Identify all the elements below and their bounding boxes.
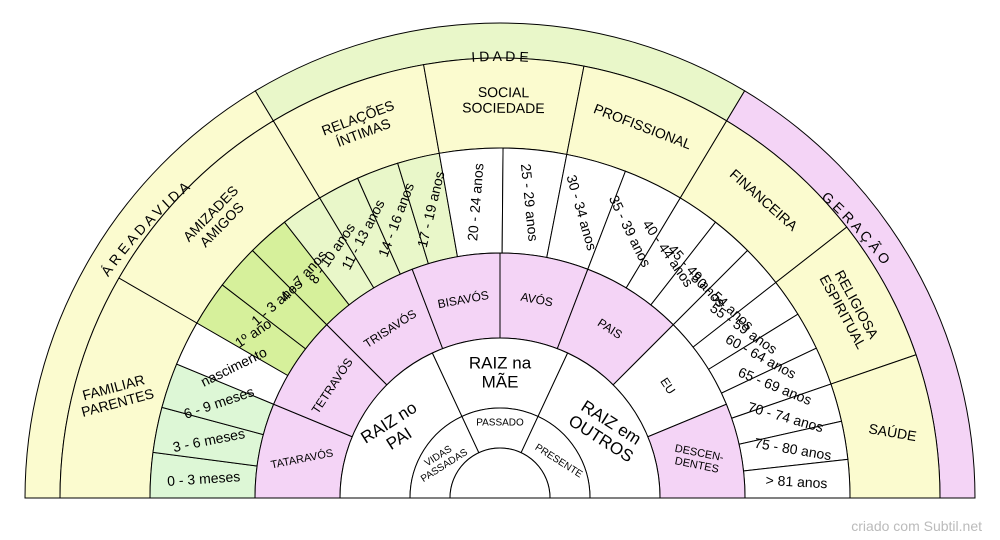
credit-text: criado com Subtil.net [851, 518, 982, 534]
generation-label: AVÓS [520, 289, 555, 310]
idade-band-label: I D A D E [471, 48, 529, 65]
center-hole [449, 447, 551, 499]
life-area-label: SAÚDE [867, 420, 917, 444]
age-label: > 81 anos [765, 472, 828, 491]
diagram-shapes [24, 22, 976, 499]
age-label: 0 - 3 meses [167, 468, 241, 489]
age-label: 25 - 29 anos [518, 163, 542, 242]
time-label: PASSADO [476, 418, 524, 429]
age-label: 20 - 24 anos [464, 163, 486, 242]
